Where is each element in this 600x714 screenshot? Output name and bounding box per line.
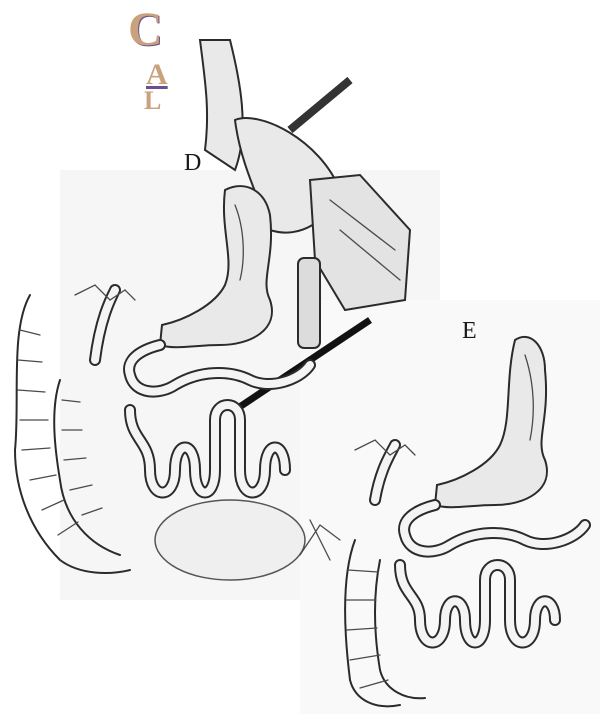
endoscope-tube: [290, 80, 350, 130]
label-e: E: [462, 318, 477, 345]
label-l: L: [144, 86, 161, 116]
bowel-mass: [155, 500, 305, 580]
label-c: C: [128, 2, 163, 57]
label-d: D: [184, 150, 201, 177]
